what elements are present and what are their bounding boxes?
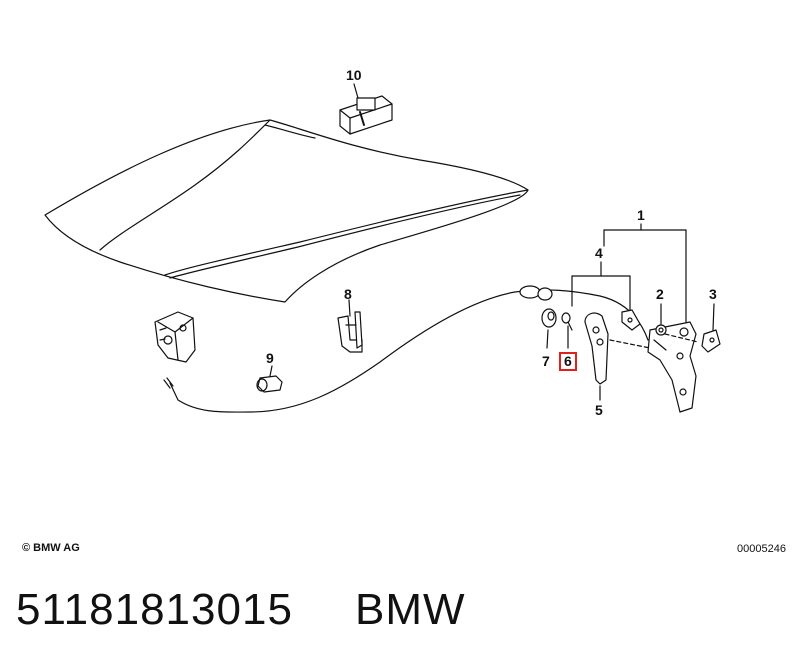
hood-panel <box>44 119 529 303</box>
pin-part <box>256 375 283 393</box>
leader-10 <box>353 83 359 99</box>
callout-7: 7 <box>542 353 550 369</box>
release-lever-part <box>584 312 609 385</box>
leader-7 <box>546 329 549 349</box>
hood-lock-part <box>154 311 196 363</box>
nut-part <box>541 308 557 328</box>
callout-3: 3 <box>709 286 717 302</box>
drawing-number: 00005246 <box>737 543 786 555</box>
hood-stay-part <box>337 311 363 353</box>
lock-bracket-part <box>647 321 697 413</box>
release-cable <box>169 289 649 413</box>
clip-nut-part <box>701 329 721 353</box>
exploded-parts-diagram <box>44 83 721 413</box>
leader-3 <box>712 303 715 331</box>
leader-1 <box>603 223 687 327</box>
callout-1: 1 <box>637 207 645 223</box>
callout-4: 4 <box>595 245 603 261</box>
bolt-part <box>655 324 667 336</box>
leader-8 <box>348 299 351 317</box>
callout-9: 9 <box>266 350 274 366</box>
assembly-lines <box>609 333 699 349</box>
part-number: 51181813015 <box>16 585 293 634</box>
screw-part <box>561 312 573 331</box>
callout-8: 8 <box>344 286 352 302</box>
cable-clip <box>519 285 553 301</box>
hood-buffer-part <box>339 95 393 135</box>
cable-holder-part <box>621 309 641 331</box>
leader-4 <box>571 261 631 313</box>
copyright-notice: © BMW AG <box>22 542 80 554</box>
callout-2: 2 <box>656 286 664 302</box>
callout-6: 6 <box>559 352 577 371</box>
callout-5: 5 <box>595 402 603 418</box>
cable-end <box>163 377 174 389</box>
leader-9 <box>269 365 273 377</box>
callout-10: 10 <box>346 67 362 83</box>
brand-name: BMW <box>355 585 466 634</box>
